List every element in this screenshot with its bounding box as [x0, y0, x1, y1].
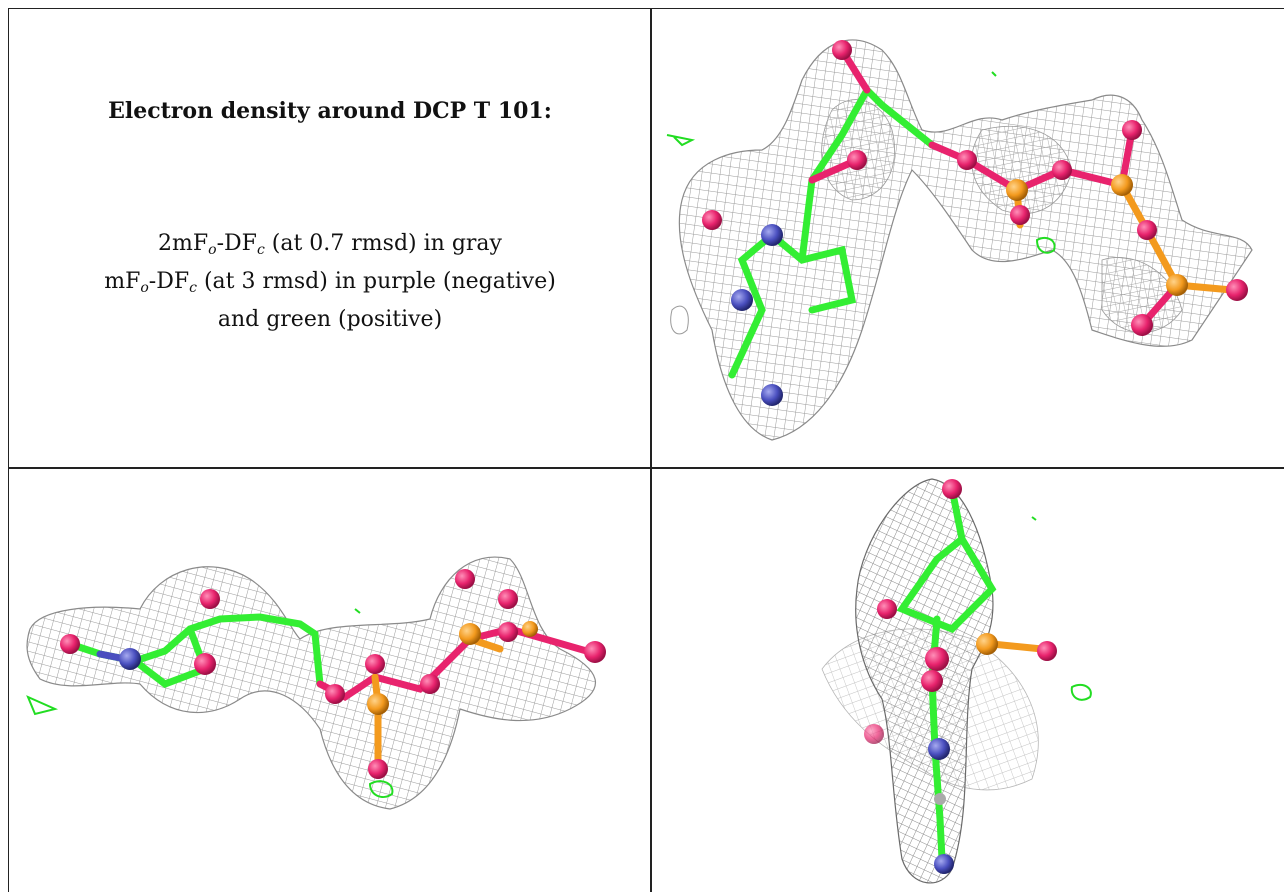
positive-density-blobs [666, 71, 1056, 254]
density-render-bottom-right [821, 478, 1092, 884]
caption-line-1-c: (at 0.7 rmsd) in gray [264, 231, 502, 256]
density-render-top-right [666, 39, 1253, 441]
atoms [864, 479, 1057, 874]
caption-line-3: and green (positive) [217, 307, 443, 332]
caption-line-2: mFo-DFc (at 3 rmsd) in purple (negative) [10, 266, 650, 304]
positive-density-blobs [1031, 516, 1092, 701]
caption-line-2-c: (at 3 rmsd) in purple (negative) [196, 269, 556, 294]
positive-density-blobs [26, 608, 394, 798]
caption-line-1: 2mFo-DFc (at 0.7 rmsd) in gray [10, 228, 650, 266]
view-top-right [652, 10, 1284, 467]
caption-line-1-b: -DF [216, 231, 257, 256]
caption-line-1-a-sub: o [208, 242, 217, 258]
density-render-bottom-left [26, 556, 606, 810]
caption-line-1-b-sub: c [256, 242, 265, 258]
caption-line-1-a: 2mF [158, 231, 209, 256]
density-mesh [26, 556, 597, 810]
view-bottom-right [652, 469, 1284, 892]
density-mesh [670, 39, 1253, 441]
caption-text: 2mFo-DFc (at 0.7 rmsd) in gray mFo-DFc (… [10, 228, 650, 335]
caption-line-2-a-sub: o [140, 280, 149, 296]
view-bottom-left [10, 469, 650, 892]
table-horizontal-divider [8, 467, 1284, 469]
caption-title: Electron density around DCP T 101: [108, 98, 552, 124]
caption-line-2-b-sub: c [189, 280, 197, 296]
table-vertical-divider [650, 8, 652, 892]
atoms [702, 40, 1248, 406]
figure-table-border [8, 8, 1284, 892]
caption-line-2-a: mF [104, 269, 141, 294]
atoms [60, 569, 606, 779]
caption-cell: Electron density around DCP T 101: 2mFo-… [10, 10, 650, 467]
caption-line-2-b: -DF [148, 269, 190, 294]
